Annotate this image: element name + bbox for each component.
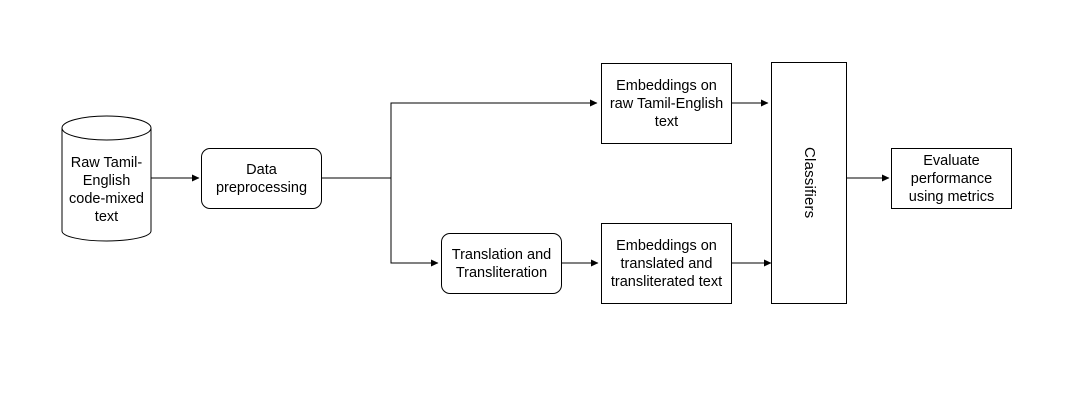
classifiers-node: Classifiers: [771, 62, 847, 304]
raw-text-cylinder: [61, 115, 152, 242]
preprocessing-node: Data preprocessing: [201, 148, 322, 209]
edge-preprocessing-to-translation: [390, 178, 439, 267]
edge-preprocessing-to-embeddings-raw: [322, 99, 598, 179]
evaluate-node: Evaluate performance using metrics: [891, 148, 1012, 209]
embeddings-raw-node: Embeddings on raw Tamil-English text: [601, 63, 732, 144]
raw-text-node-label: Raw Tamil- English code-mixed text: [69, 155, 144, 225]
classifiers-label: Classifiers: [801, 147, 818, 219]
embeddings-translated-node: Embeddings on translated and translitera…: [601, 223, 732, 304]
translation-node: Translation and Transliteration: [441, 233, 562, 294]
